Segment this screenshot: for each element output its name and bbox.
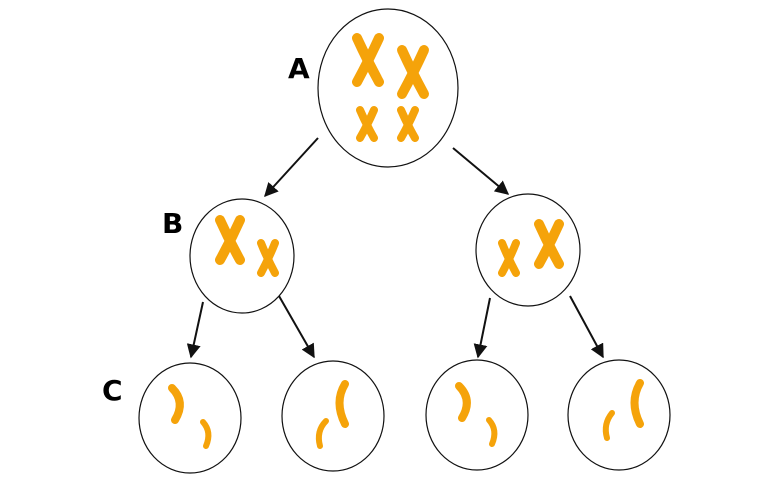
- chromatid-large: [630, 379, 644, 428]
- cell-c3: [425, 359, 529, 471]
- chromatid-small: [602, 410, 615, 441]
- chromosome-x-small: [356, 106, 378, 142]
- cell-c1-membrane: [138, 362, 242, 474]
- chromosome-x-large: [534, 219, 564, 269]
- cell-c2: [281, 360, 385, 472]
- chromosome-x-large: [397, 45, 429, 99]
- label-b: B: [162, 207, 183, 240]
- chromosome-x-small: [498, 239, 520, 277]
- cell-a-membrane: [317, 8, 459, 168]
- cell-c4: [567, 359, 671, 471]
- cell-b-right-membrane: [475, 193, 581, 307]
- chromatid-small: [486, 417, 498, 447]
- chromatid-large: [335, 380, 349, 428]
- arrow-b-right-to-c4: [569, 295, 604, 359]
- arrow-a-to-b-right: [452, 147, 510, 195]
- cell-c3-membrane: [425, 359, 529, 471]
- cell-c4-membrane: [567, 359, 671, 471]
- label-a: A: [288, 52, 310, 85]
- chromosome-x-small: [257, 239, 279, 277]
- chromatid-small: [315, 418, 329, 449]
- chromatid-large: [168, 384, 184, 424]
- chromatid-large: [455, 382, 471, 422]
- cell-a: [317, 8, 459, 168]
- arrow-b-left-to-c1: [186, 301, 204, 359]
- cell-c1: [138, 362, 242, 474]
- cell-b-left: [189, 198, 295, 314]
- chromosome-x-large: [215, 215, 245, 265]
- arrow-b-left-to-c2: [278, 295, 315, 359]
- chromosome-x-small: [397, 106, 419, 142]
- arrow-b-right-to-c3: [473, 297, 491, 359]
- label-c: C: [102, 374, 123, 407]
- chromatid-small: [200, 419, 212, 449]
- chromosome-x-large: [352, 33, 384, 87]
- cell-b-right: [475, 193, 581, 307]
- arrow-a-to-b-left: [264, 137, 319, 198]
- cell-c2-membrane: [281, 360, 385, 472]
